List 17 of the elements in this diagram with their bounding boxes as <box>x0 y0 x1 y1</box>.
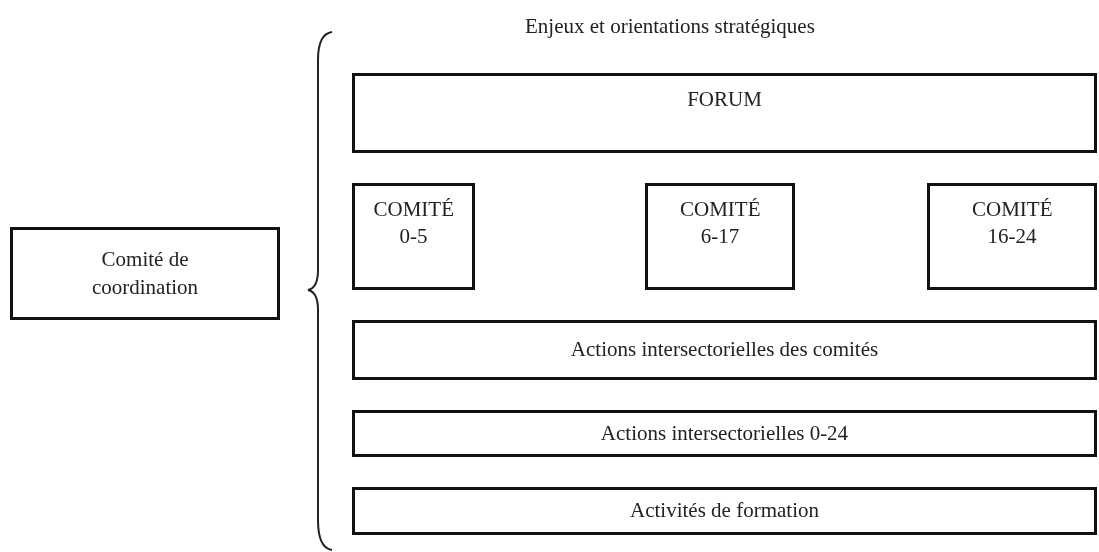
node-label: COMITÉ 16-24 <box>972 196 1052 251</box>
committee-box <box>927 183 1097 290</box>
node-label: Activités de formation <box>630 497 819 525</box>
committee-box <box>352 183 475 290</box>
action-box <box>352 410 1097 457</box>
node-label: Actions intersectorielles des comités <box>570 336 879 364</box>
coordination-box <box>10 227 280 320</box>
node-label: COMITÉ 6-17 <box>680 196 760 251</box>
node-label: Actions intersectorielles 0-24 <box>600 419 849 447</box>
node-label: COMITÉ 0-5 <box>373 196 454 251</box>
node-label: Comité de coordination <box>90 246 200 301</box>
action-box <box>352 320 1097 380</box>
forum-box <box>352 73 1097 153</box>
heading-text: Enjeux et orientations stratégiques <box>525 14 815 39</box>
node-label: FORUM <box>687 86 762 113</box>
activity-box <box>352 487 1097 535</box>
committee-box <box>645 183 795 290</box>
